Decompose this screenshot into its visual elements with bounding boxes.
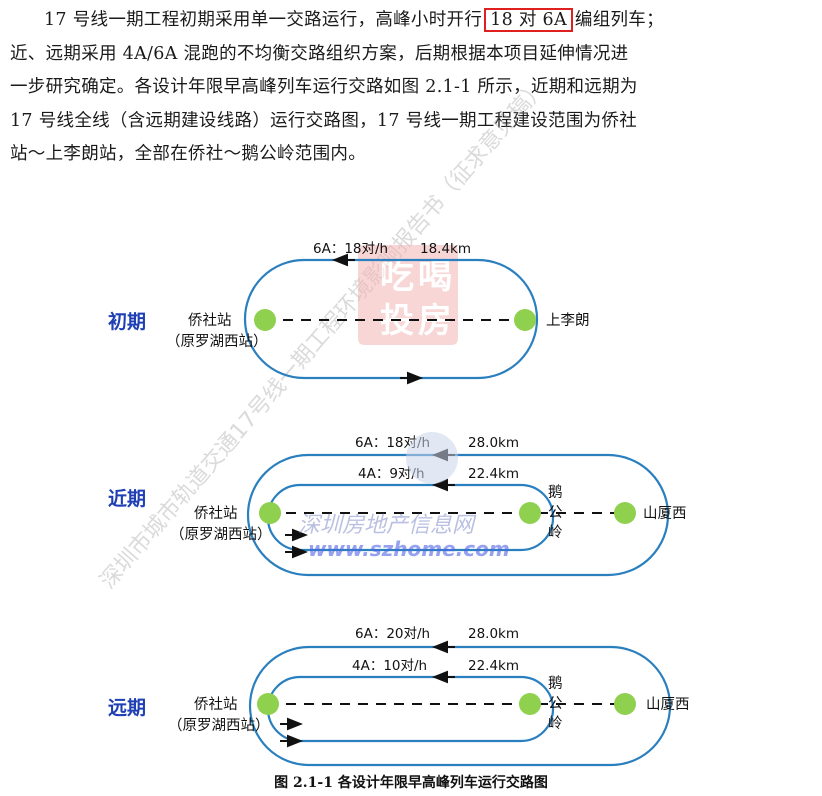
stage-label: 远期 [108,697,146,719]
station-name: （原罗湖西站） [166,333,268,350]
station-dot [257,693,279,715]
route-label: 6A：18对/h [313,241,388,257]
logo-char: 喝 [418,257,452,297]
station-name: 山厦西 [646,696,690,713]
route-label: 4A：10对/h [352,658,427,674]
watermark-szhome: 深圳房地产信息网 www.szhome.com [298,432,510,561]
route-loop-outer [246,453,670,577]
figure-caption: 图 2.1-1 各设计年限早高峰列车运行交路图 [274,775,548,791]
station-dot [614,693,636,715]
route-loop [243,258,539,380]
route-loop-inner [266,675,555,743]
watermark-text: www.szhome.com [308,537,510,561]
station-name: 侨社站 [188,312,232,329]
para-line-2: 近、远期采用 4A/6A 混跑的不均衡交路组织方案，后期根据本项目延伸情况进 [10,43,629,64]
station-name: 上李朗 [546,312,590,329]
stage-far: 远期 6A：20对/h 28.0km 4A：10对/h 22.4km 侨社站 （… [108,626,690,767]
station-name: 侨社站 [194,505,238,522]
station-dot [259,502,281,524]
route-distance: 28.0km [468,435,519,451]
route-loop-outer [248,645,672,767]
station-name: 公 [548,696,563,712]
station-name: 岭 [548,715,563,732]
route-distance: 22.4km [468,466,519,482]
station-dot [254,309,276,331]
station-name: 鹅 [548,675,563,692]
watermark-globe-icon [406,432,458,484]
route-distance: 18.4km [420,241,471,257]
station-name: （原罗湖西站） [170,526,272,543]
logo-char: 吃 [380,257,414,297]
para-line-5: 站～上李朗站，全部在侨社～鹅公岭范围内。 [10,144,366,164]
stage-label: 近期 [108,488,146,510]
station-name: （原罗湖西站） [168,717,270,734]
station-dot [519,502,541,524]
para-line-3: 一步研究确定。各设计年限早高峰列车运行交路如图 2.1-1 所示，近期和远期为 [10,77,638,97]
station-name: 侨社站 [194,696,238,713]
station-name: 山厦西 [643,505,687,522]
station-name: 鹅 [548,484,563,501]
station-dot [519,693,541,715]
route-distance: 28.0km [468,626,519,642]
route-distance: 22.4km [468,658,519,674]
highlighted-text: 18 对 6A [484,8,573,32]
watermark-text: 深圳房地产信息网 [298,513,477,538]
station-name: 公 [548,505,563,521]
para-text: 17 号线一期工程初期采用单一交路运行，高峰小时开行 [44,10,483,30]
route-label: 4A：9对/h [358,466,425,482]
station-dot [614,502,636,524]
stage-near: 近期 6A：18对/h 28.0km 4A：9对/h 22.4km 侨社站 （原… [108,435,687,577]
station-dot [514,309,536,331]
para-text: 编组列车； [574,10,664,30]
stage-label: 初期 [108,310,146,333]
stage-initial: 初期 6A：18对/h 18.4km 侨社站 （原罗湖西站） 上李朗 [108,241,590,385]
station-name: 岭 [548,524,563,541]
route-label: 6A：20对/h [355,626,430,642]
para-line-4: 17 号线全线（含远期建设线路）运行交路图，17 号线一期工程建设范围为侨社 [10,110,638,131]
